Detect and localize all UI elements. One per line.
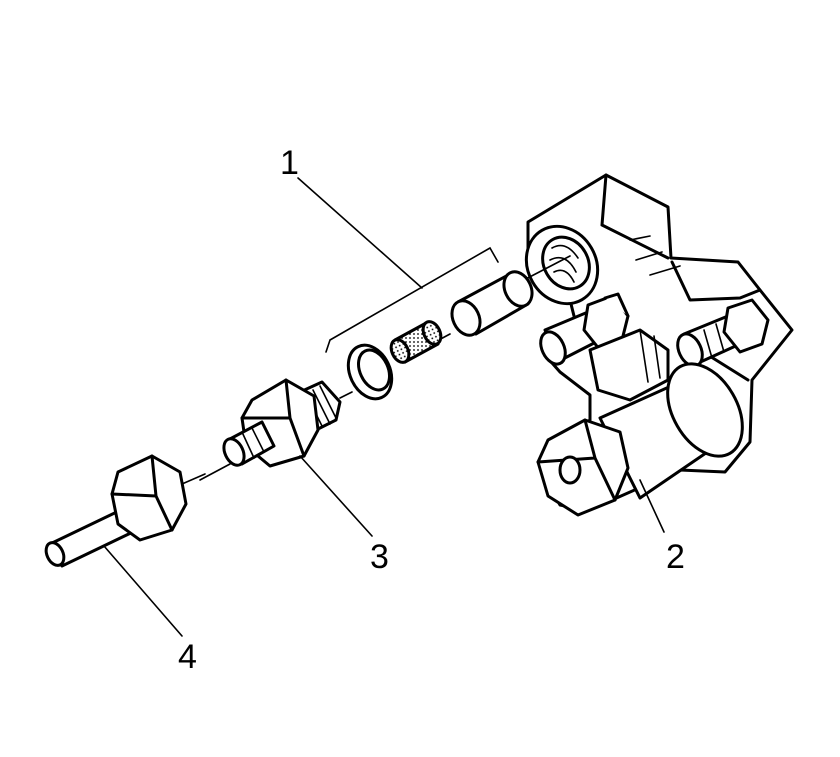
part-2-valve-block (524, 173, 794, 517)
part-4-tube-nut (44, 454, 206, 568)
valve-sleeve (450, 270, 534, 337)
leader-line-3 (299, 455, 373, 537)
callout-1: 1 (280, 144, 299, 182)
callout-2: 2 (666, 538, 685, 576)
leader-line-4 (103, 545, 183, 637)
leader-line-1 (297, 177, 423, 289)
small-fitting-left (539, 292, 630, 366)
solenoid-cylinder (536, 362, 744, 517)
leader-line-2 (639, 479, 665, 533)
small-fitting-right (676, 298, 770, 368)
callout-4: 4 (178, 638, 197, 676)
part-3-fitting (222, 378, 342, 468)
callout-3: 3 (370, 538, 389, 576)
filter-screen (389, 320, 443, 364)
o-ring (346, 343, 394, 401)
part-1-seal-kit (199, 246, 571, 481)
